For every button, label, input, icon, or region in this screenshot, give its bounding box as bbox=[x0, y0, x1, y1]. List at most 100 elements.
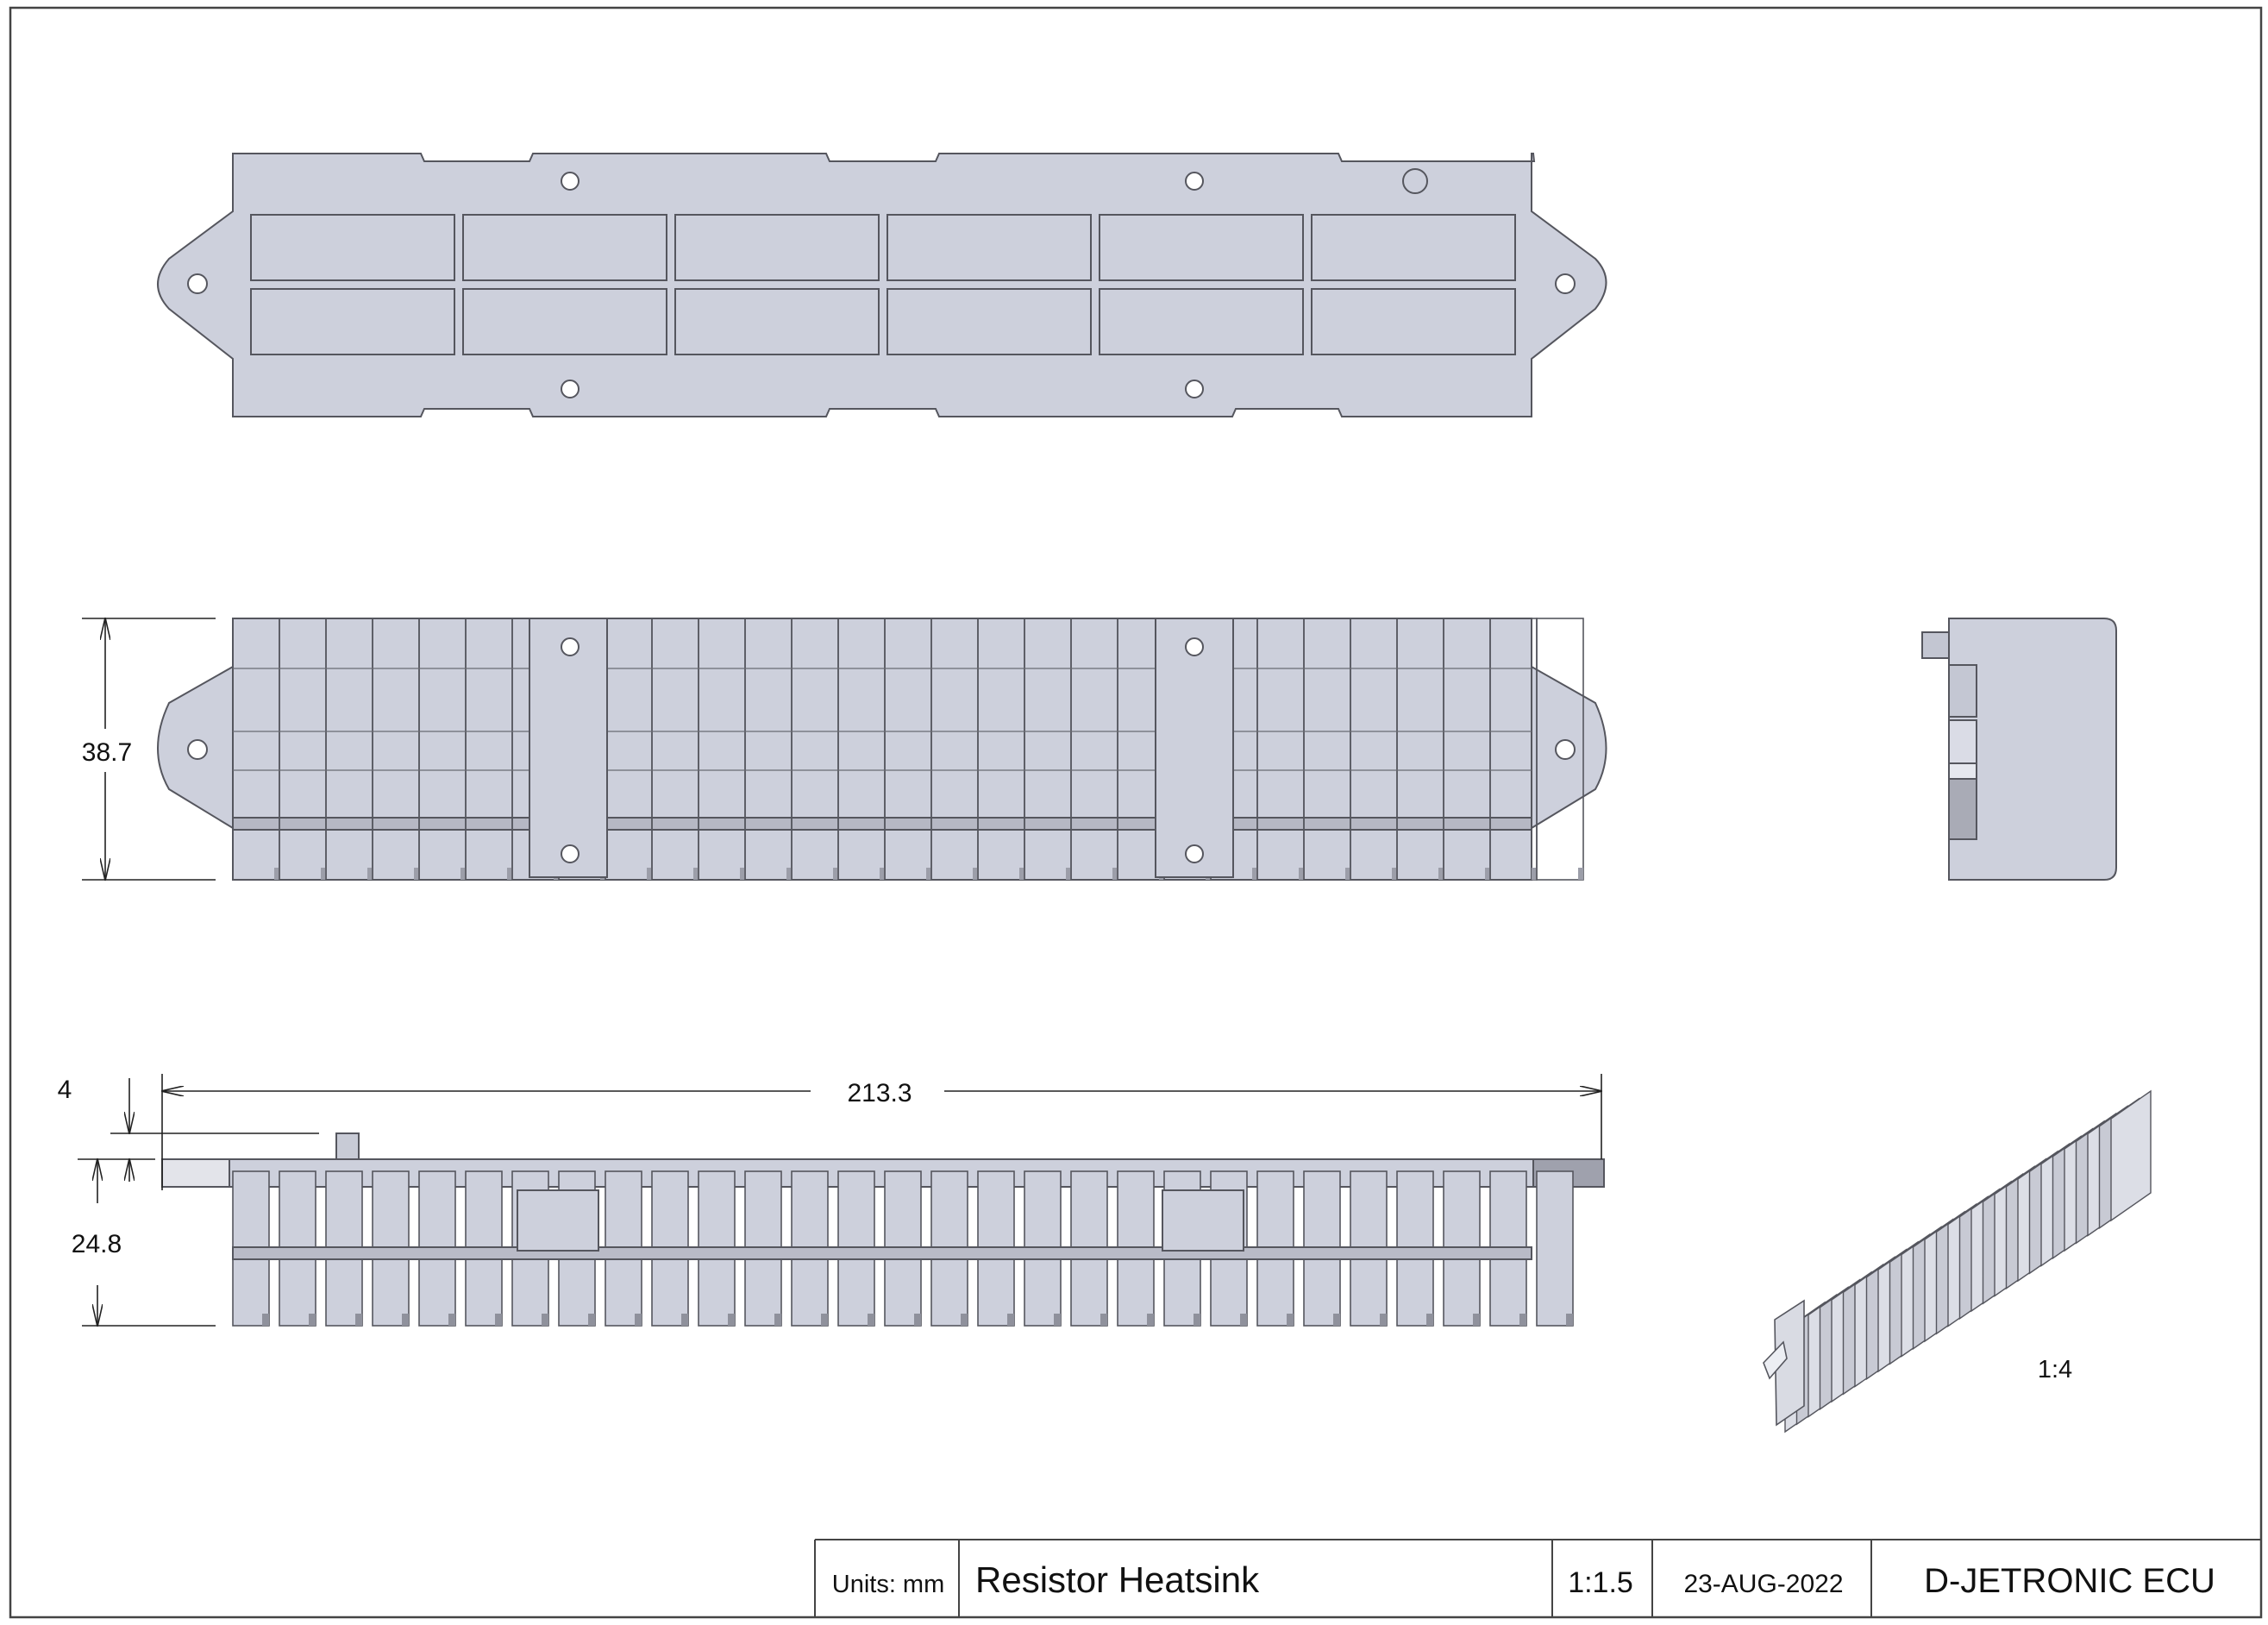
fin-tip bbox=[1019, 868, 1024, 880]
dimension-overall-length bbox=[162, 1074, 1601, 1190]
fin-tip bbox=[868, 1314, 874, 1326]
fin-tip bbox=[448, 1314, 455, 1326]
top-view bbox=[157, 153, 1607, 417]
end-view-shade bbox=[1948, 664, 1977, 718]
fin-tip bbox=[1100, 1314, 1107, 1326]
side-view bbox=[157, 618, 1607, 881]
fin-tip bbox=[321, 868, 326, 880]
fin-tip bbox=[262, 1314, 269, 1326]
mount-hole bbox=[561, 172, 580, 191]
mount-hole-large bbox=[1402, 168, 1428, 194]
resistor-pocket bbox=[1311, 288, 1516, 355]
fin-tip bbox=[1380, 1314, 1387, 1326]
title-block-units: Units: mm bbox=[832, 1571, 945, 1598]
end-view-shade bbox=[1948, 762, 1977, 780]
fin-tip bbox=[1007, 1314, 1014, 1326]
front-view-band bbox=[232, 1246, 1532, 1260]
isometric-view bbox=[1763, 1089, 2152, 1434]
fin-tip bbox=[880, 868, 885, 880]
isometric-scale-label: 1:4 bbox=[2038, 1356, 2072, 1383]
fin bbox=[1536, 1170, 1574, 1327]
dimension-height-side bbox=[82, 618, 216, 880]
fin-tip bbox=[1485, 868, 1490, 880]
mount-hole bbox=[561, 637, 580, 656]
end-hole bbox=[1555, 273, 1576, 294]
fin-tip bbox=[588, 1314, 595, 1326]
fin-tip bbox=[961, 1314, 968, 1326]
resistor-pocket bbox=[250, 288, 455, 355]
resistor-pocket bbox=[462, 214, 667, 281]
dimension-label-height-side: 38.7 bbox=[82, 738, 132, 767]
fin-tip bbox=[1112, 868, 1118, 880]
fin-tip bbox=[1438, 868, 1444, 880]
end-view-body bbox=[1948, 618, 2117, 881]
fin-tip bbox=[309, 1314, 316, 1326]
fin-tip bbox=[460, 868, 466, 880]
fin-tip bbox=[1240, 1314, 1247, 1326]
fin-tip bbox=[1519, 1314, 1526, 1326]
fin-tip bbox=[1392, 868, 1397, 880]
fin-tip bbox=[740, 868, 745, 880]
resistor-pocket bbox=[674, 214, 880, 281]
fin-tip bbox=[728, 1314, 735, 1326]
fin-tip bbox=[495, 1314, 502, 1326]
resistor-pocket bbox=[1099, 288, 1304, 355]
fin-tip bbox=[1473, 1314, 1480, 1326]
isometric-fin bbox=[2110, 1089, 2152, 1222]
fin-tip bbox=[973, 868, 978, 880]
dimension-height-front bbox=[82, 1159, 216, 1326]
fin-tip bbox=[821, 1314, 828, 1326]
end-hole bbox=[1555, 739, 1576, 760]
fin-tip bbox=[914, 1314, 921, 1326]
fin-tip bbox=[1532, 868, 1537, 880]
dimension-label-overall-length: 213.3 bbox=[847, 1079, 912, 1107]
fin-tip bbox=[542, 1314, 548, 1326]
title-block-date: 23-AUG-2022 bbox=[1683, 1570, 1843, 1598]
fin-tip bbox=[1252, 868, 1257, 880]
fin-tip bbox=[1333, 1314, 1340, 1326]
top-view-outline bbox=[157, 153, 1607, 417]
isometric-end-plate bbox=[1774, 1299, 1805, 1427]
mount-hole bbox=[1185, 844, 1204, 863]
fin-tip bbox=[926, 868, 931, 880]
end-view bbox=[1921, 618, 2117, 881]
end-hole bbox=[187, 273, 208, 294]
mount-hole bbox=[1185, 380, 1204, 398]
front-view-tab-left bbox=[161, 1158, 230, 1188]
end-view-tab bbox=[1921, 631, 1950, 659]
title-block-project: D-JETRONIC ECU bbox=[1924, 1562, 2215, 1600]
fin-tip bbox=[1345, 868, 1350, 880]
fin-tip bbox=[1299, 868, 1304, 880]
fin-tip bbox=[774, 1314, 781, 1326]
title-block-title: Resistor Heatsink bbox=[975, 1559, 1260, 1600]
dimension-label-height-front: 24.8 bbox=[72, 1230, 122, 1258]
sheet-border bbox=[9, 6, 2263, 1619]
top-view-cells bbox=[250, 214, 1516, 355]
fin-tip bbox=[367, 868, 373, 880]
resistor-pocket bbox=[1099, 214, 1304, 281]
resistor-pocket bbox=[887, 288, 1092, 355]
front-view-block bbox=[517, 1189, 599, 1252]
mount-hole bbox=[1185, 172, 1204, 191]
end-hole bbox=[187, 739, 208, 760]
mount-hole bbox=[561, 844, 580, 863]
fin-tip bbox=[1287, 1314, 1294, 1326]
isometric-end-tab bbox=[1763, 1340, 1788, 1380]
resistor-pocket bbox=[674, 288, 880, 355]
fin-tip bbox=[1194, 1314, 1200, 1326]
side-view-band bbox=[232, 817, 1532, 831]
end-view-shade bbox=[1948, 778, 1977, 840]
fin-tip bbox=[635, 1314, 642, 1326]
fin-tip bbox=[1066, 868, 1071, 880]
fin-tip bbox=[681, 1314, 688, 1326]
fin-tip bbox=[1054, 1314, 1061, 1326]
boss bbox=[1155, 618, 1234, 878]
fin-tip bbox=[1147, 1314, 1154, 1326]
isometric-fins bbox=[1784, 1089, 2152, 1434]
resistor-pocket bbox=[1311, 214, 1516, 281]
fin-tip bbox=[274, 868, 279, 880]
fin-tip bbox=[693, 868, 699, 880]
fin-tip bbox=[647, 868, 652, 880]
fin-tip bbox=[402, 1314, 409, 1326]
